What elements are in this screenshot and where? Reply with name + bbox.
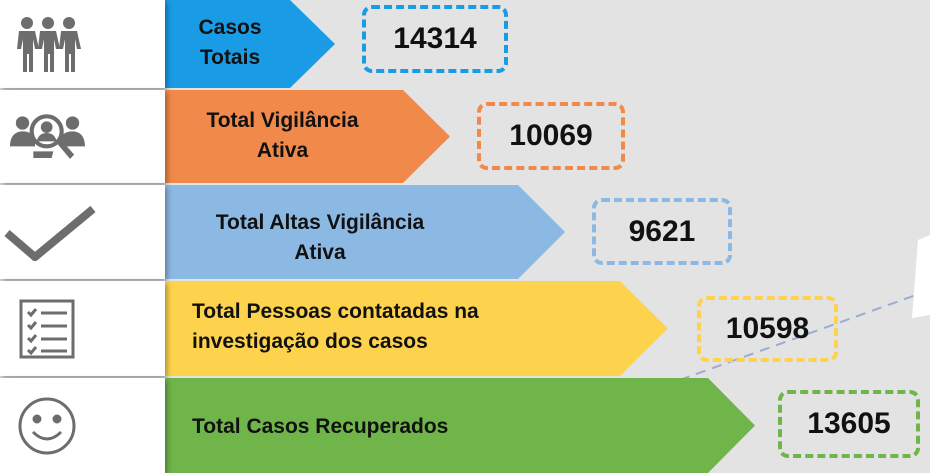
- pessoas-contatadas-value: 10598: [697, 296, 838, 362]
- altas-vigilancia-banner: [110, 185, 565, 279]
- people-group-icon: [10, 6, 85, 82]
- altas-vigilancia-value: 9621: [592, 198, 732, 265]
- vigilancia-ativa-value: 10069: [477, 102, 625, 170]
- checkmark-icon: [2, 195, 97, 270]
- casos-recuperados-banner: [110, 378, 755, 473]
- vigilancia-ativa-banner: [110, 90, 450, 183]
- smiley-face-icon: [8, 386, 86, 466]
- checklist-icon: [9, 291, 85, 366]
- icon-panel: [0, 281, 165, 376]
- people-search-icon: [10, 100, 85, 175]
- icon-panel: [0, 378, 165, 473]
- casos-totais-value: 14314: [362, 5, 508, 73]
- casos-recuperados-label: Total Casos Recuperados: [192, 415, 449, 438]
- pessoas-contatadas-banner: [110, 281, 668, 376]
- casos-recuperados-value: 13605: [778, 390, 920, 458]
- icon-panel: [0, 185, 165, 279]
